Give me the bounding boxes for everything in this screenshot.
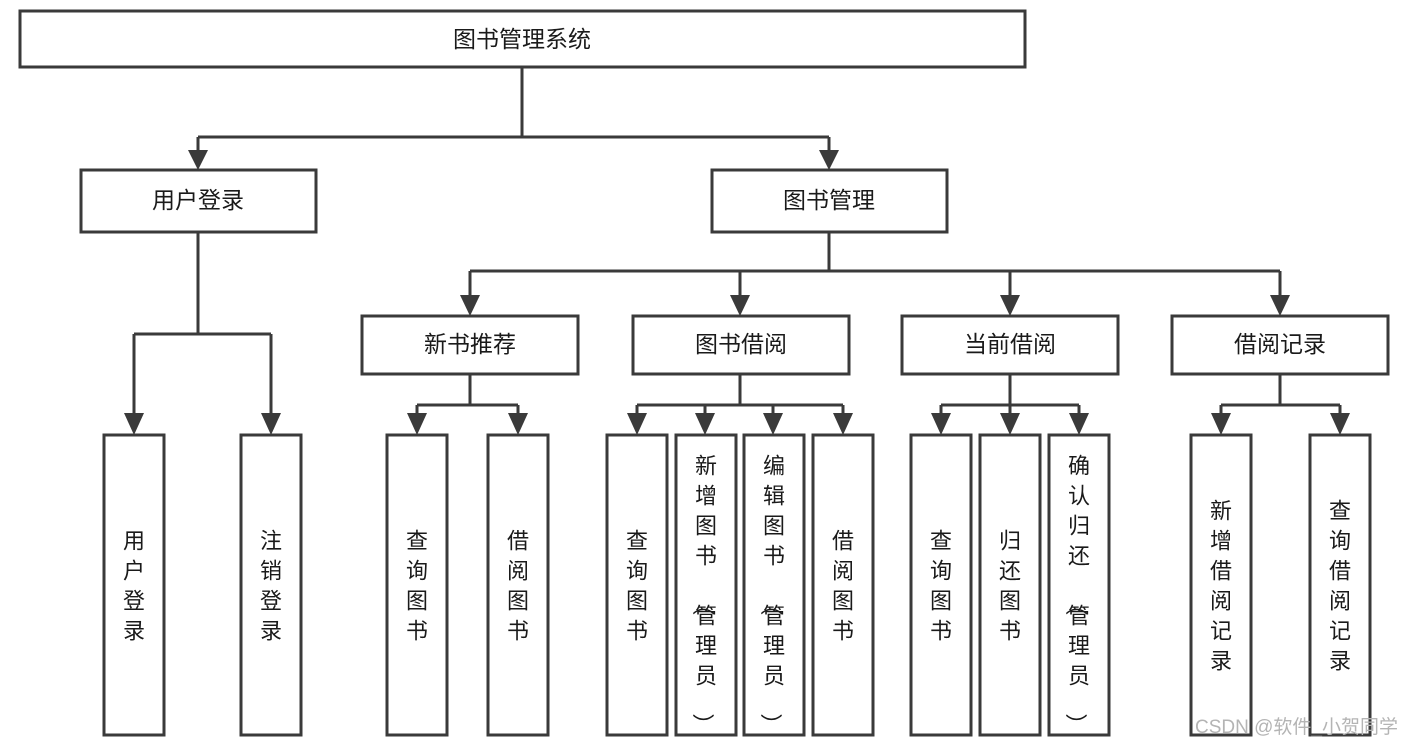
- leaf-br-query-record-label: 查询借阅记录: [1329, 498, 1351, 673]
- node-user-login-box[interactable]: [79, 168, 318, 234]
- arrow-icon-cb-1: [931, 413, 951, 435]
- leaf-cb-confirm-return[interactable]: 确认归还（管理员）: [1047, 433, 1111, 737]
- connector-group-currentborrow-to-leaves: [931, 374, 1089, 435]
- leaf-bb-edit-book-label: 编辑图书（管理员）: [758, 453, 785, 735]
- node-book-borrow-box[interactable]: [631, 314, 851, 376]
- node-book-manage[interactable]: 图书管理: [710, 168, 949, 234]
- leaf-nb-borrow-book[interactable]: 借阅图书: [486, 433, 550, 737]
- node-borrow-record-label: 借阅记录: [1234, 331, 1326, 357]
- arrow-icon-leaf-logout: [261, 413, 281, 435]
- arrow-icon-book-borrow: [730, 295, 750, 316]
- leaf-bb-add-book-label: 新增图书（管理员）: [690, 453, 717, 735]
- leaf-cb-query-book[interactable]: 查询图书: [909, 433, 973, 737]
- leaf-logout[interactable]: 注销登录: [239, 433, 303, 737]
- leaf-br-add-record-box[interactable]: [1189, 433, 1253, 737]
- leaf-bb-edit-book-box[interactable]: [742, 433, 806, 737]
- leaf-br-add-record[interactable]: 新增借阅记录: [1189, 433, 1253, 737]
- leaf-bb-add-book[interactable]: 新增图书（管理员）: [674, 433, 738, 737]
- node-root-box[interactable]: [18, 9, 1027, 69]
- arrow-icon-br-2: [1330, 413, 1350, 435]
- leaf-cb-query-book-box[interactable]: [909, 433, 973, 737]
- node-new-book-recommend-label: 新书推荐: [424, 331, 516, 357]
- node-root-label: 图书管理系统: [453, 26, 591, 52]
- arrow-icon-new-book: [460, 295, 480, 316]
- leaf-cb-confirm-return-label: 确认归还（管理员）: [1063, 453, 1090, 735]
- connector-group-newbook-to-leaves: [407, 374, 528, 435]
- node-book-manage-box[interactable]: [710, 168, 949, 234]
- connector-group-borrowrecord-to-leaves: [1211, 374, 1350, 435]
- leaf-nb-borrow-book-box[interactable]: [486, 433, 550, 737]
- arrow-icon-bb-4: [833, 413, 853, 435]
- node-book-manage-label: 图书管理: [783, 187, 875, 213]
- node-borrow-record-box[interactable]: [1170, 314, 1390, 376]
- node-current-borrow-label: 当前借阅: [964, 331, 1056, 357]
- node-new-book-recommend-box[interactable]: [360, 314, 580, 376]
- node-user-login[interactable]: 用户登录: [79, 168, 318, 234]
- connector-group-bookmanage-to-level3: [460, 232, 1290, 316]
- leaf-bb-query-book-box[interactable]: [605, 433, 669, 737]
- leaf-bb-query-book[interactable]: 查询图书: [605, 433, 669, 737]
- leaf-bb-borrow-book-label: 借阅图书: [832, 528, 854, 643]
- node-borrow-record[interactable]: 借阅记录: [1170, 314, 1390, 376]
- node-current-borrow-box[interactable]: [900, 314, 1120, 376]
- watermark-label: CSDN @软件_小贺同学: [1195, 716, 1398, 738]
- leaf-cb-return-book-label: 归还图书: [999, 528, 1021, 643]
- leaf-user-login[interactable]: 用户登录: [102, 433, 166, 737]
- connector-group-userlogin-to-leaves: [124, 232, 281, 435]
- connector-group-root-to-level2: [188, 67, 839, 170]
- node-current-borrow[interactable]: 当前借阅: [900, 314, 1120, 376]
- arrow-icon-leaf-user-login: [124, 413, 144, 435]
- leaf-nb-borrow-book-label: 借阅图书: [507, 528, 529, 643]
- arrow-icon-borrow-record: [1270, 295, 1290, 316]
- leaf-br-query-record-box[interactable]: [1308, 433, 1372, 737]
- arrow-icon-bb-1: [627, 413, 647, 435]
- node-root[interactable]: 图书管理系统: [18, 9, 1027, 69]
- leaf-nb-query-book-label: 查询图书: [406, 528, 428, 643]
- leaf-nb-query-book-box[interactable]: [385, 433, 449, 737]
- node-book-borrow[interactable]: 图书借阅: [631, 314, 851, 376]
- arrow-icon-user-login: [188, 150, 208, 170]
- arrow-icon-book-manage: [819, 150, 839, 170]
- leaf-bb-edit-book[interactable]: 编辑图书（管理员）: [742, 433, 806, 737]
- leaf-bb-borrow-book[interactable]: 借阅图书: [811, 433, 875, 737]
- arrow-icon-cb-3: [1069, 413, 1089, 435]
- leaf-user-login-label: 用户登录: [123, 528, 145, 643]
- connector-group-bookborrow-to-leaves: [627, 374, 853, 435]
- leaf-logout-label: 注销登录: [260, 528, 282, 643]
- arrow-icon-nb-2: [508, 413, 528, 435]
- arrow-icon-bb-3: [763, 413, 783, 435]
- leaf-cb-confirm-return-box[interactable]: [1047, 433, 1111, 737]
- leaf-br-query-record[interactable]: 查询借阅记录: [1308, 433, 1372, 737]
- arrow-icon-current-borrow: [1000, 295, 1020, 316]
- arrow-icon-nb-1: [407, 413, 427, 435]
- leaf-logout-box[interactable]: [239, 433, 303, 737]
- leaf-cb-query-book-label: 查询图书: [930, 528, 952, 643]
- leaf-cb-return-book[interactable]: 归还图书: [978, 433, 1042, 737]
- arrow-icon-bb-2: [695, 413, 715, 435]
- leaf-cb-return-book-box[interactable]: [978, 433, 1042, 737]
- leaf-bb-add-book-box[interactable]: [674, 433, 738, 737]
- node-book-borrow-label: 图书借阅: [695, 331, 787, 357]
- node-user-login-label: 用户登录: [152, 187, 244, 213]
- leaf-user-login-box[interactable]: [102, 433, 166, 737]
- leaf-bb-query-book-label: 查询图书: [626, 528, 648, 643]
- arrow-icon-br-1: [1211, 413, 1231, 435]
- leaf-br-add-record-label: 新增借阅记录: [1210, 498, 1232, 673]
- leaf-nb-query-book[interactable]: 查询图书: [385, 433, 449, 737]
- arrow-icon-cb-2: [1000, 413, 1020, 435]
- leaf-bb-borrow-book-box[interactable]: [811, 433, 875, 737]
- node-new-book-recommend[interactable]: 新书推荐: [360, 314, 580, 376]
